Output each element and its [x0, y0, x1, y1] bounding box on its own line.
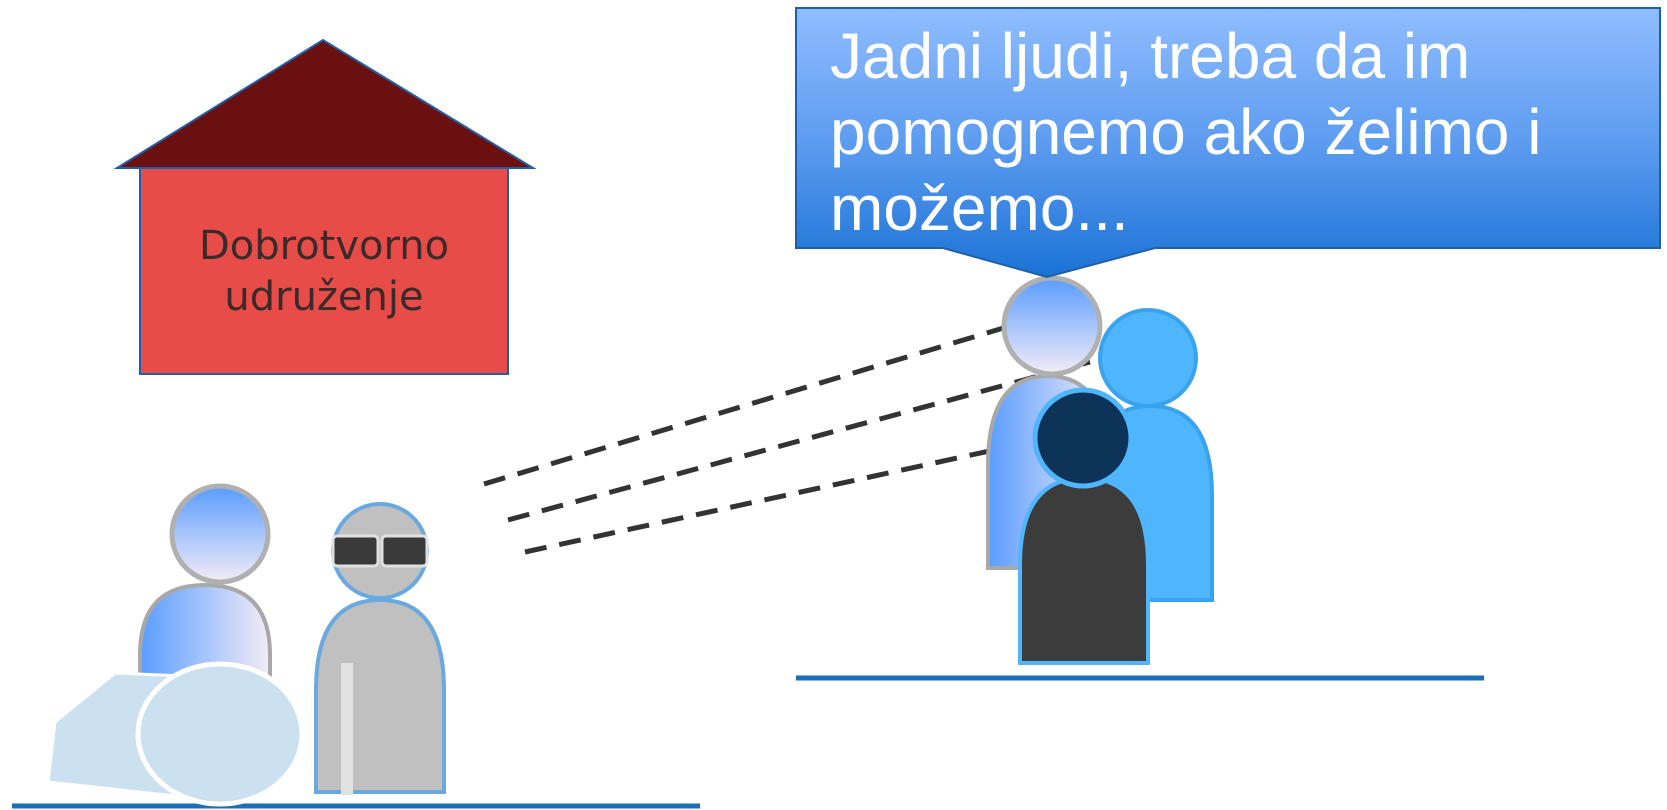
connector-line — [483, 323, 1011, 487]
house-label: Dobrotvorno udruženje — [140, 172, 508, 372]
seated-person-head — [169, 483, 271, 585]
blanket-roll — [135, 661, 305, 807]
sunglasses-icon — [331, 534, 429, 568]
dark-person — [1018, 387, 1150, 665]
connector-line — [507, 359, 1091, 523]
speech-bubble-text: Jadni ljudi, treba da im pomognemo ako ž… — [830, 20, 1542, 244]
house-label-line1: Dobrotvorno — [198, 222, 450, 269]
speaker-person-head — [1001, 275, 1103, 377]
cane — [341, 663, 353, 795]
blindfolded-person-body — [314, 597, 446, 794]
dashed-connectors — [483, 323, 1091, 555]
dark-person-body — [1018, 475, 1150, 665]
charity-house — [113, 38, 537, 375]
blindfolded-person — [314, 502, 446, 795]
seated-person — [46, 483, 305, 807]
dark-person-head — [1032, 387, 1134, 489]
speech-bubble-shape — [795, 7, 1661, 279]
light-blue-person-head — [1098, 308, 1198, 408]
house-roof — [113, 38, 537, 169]
connector-line — [524, 437, 1041, 555]
speech-bubble — [795, 7, 1661, 279]
seated-person-body — [138, 582, 272, 682]
house-wall — [139, 167, 509, 375]
house-label-line2: udruženje — [224, 274, 424, 320]
